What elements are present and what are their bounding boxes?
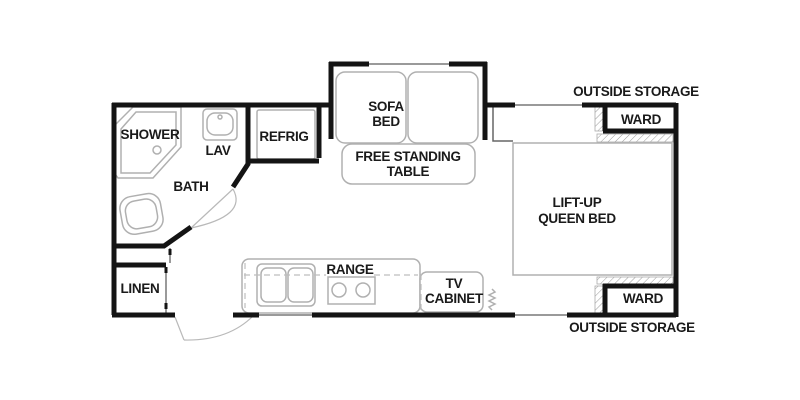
exterior-walls <box>111 61 679 318</box>
table-label-line1: FREE STANDING <box>355 149 460 164</box>
lav-label: LAV <box>205 143 230 158</box>
entry-door-swing <box>174 315 254 341</box>
refrig-label: REFRIG <box>259 129 308 144</box>
lav-counter <box>202 108 238 141</box>
flex-connector-icon <box>487 288 497 311</box>
bath-door-swing <box>190 188 237 229</box>
ward-top-label: WARD <box>621 112 662 127</box>
ward-bottom-label: WARD <box>623 291 664 306</box>
hatch-strip-top-bottom <box>596 133 674 143</box>
toilet-icon <box>119 192 164 236</box>
free-standing-table-icon <box>341 143 476 185</box>
shower-label: SHOWER <box>121 127 181 142</box>
range-label-bg <box>326 262 374 276</box>
overhead-cabinet-dashed-lines <box>244 263 422 310</box>
sofa-bed-label-line1: SOFA <box>368 99 404 114</box>
sink-bowl-left <box>260 267 287 303</box>
bathroom-fixtures <box>114 106 238 236</box>
shower-inner-line <box>120 111 177 174</box>
hatch-strip-top-left <box>594 106 604 132</box>
range-burner-left-icon <box>331 282 347 298</box>
range-label: RANGE <box>326 262 374 277</box>
lav-faucet-icon <box>217 114 223 120</box>
tv-cabinet-label-line2: CABINET <box>425 291 484 306</box>
shower-drain-icon <box>152 145 162 155</box>
double-sink-icon <box>256 263 316 307</box>
outside-storage-top-label: OUTSIDE STORAGE <box>573 84 699 99</box>
interior-partitions <box>164 107 513 313</box>
interior-walls <box>112 103 676 313</box>
queen-bed-label-line2: QUEEN BED <box>538 211 616 226</box>
table-label-line2: TABLE <box>387 164 430 179</box>
hatch-strip-bottom-top <box>596 276 674 285</box>
outside-storage-bottom-label: OUTSIDE STORAGE <box>569 320 695 335</box>
hatch-strip-bottom-left <box>594 285 604 314</box>
range-burner-right-icon <box>355 282 371 298</box>
lav-sink-icon <box>206 112 234 136</box>
labels: SHOWER LAV BATH REFRIG SOFA BED FREE STA… <box>120 84 699 335</box>
window-lines <box>259 63 582 316</box>
queen-bed-icon <box>512 142 673 276</box>
sink-bowl-right <box>287 267 314 303</box>
sofa-bed-label-line2: BED <box>372 114 400 129</box>
queen-bed-label-line1: LIFT-UP <box>553 195 602 210</box>
tv-cabinet-label-line1: TV <box>446 276 463 291</box>
sofa-bed-icon <box>335 71 479 144</box>
shower-stall-icon <box>114 106 182 179</box>
range-burner-box <box>327 276 376 305</box>
wardrobe-hatch-areas <box>594 106 674 314</box>
bath-label: BATH <box>173 179 208 194</box>
tv-cabinet-box <box>419 271 484 313</box>
linen-label: LINEN <box>120 281 159 296</box>
